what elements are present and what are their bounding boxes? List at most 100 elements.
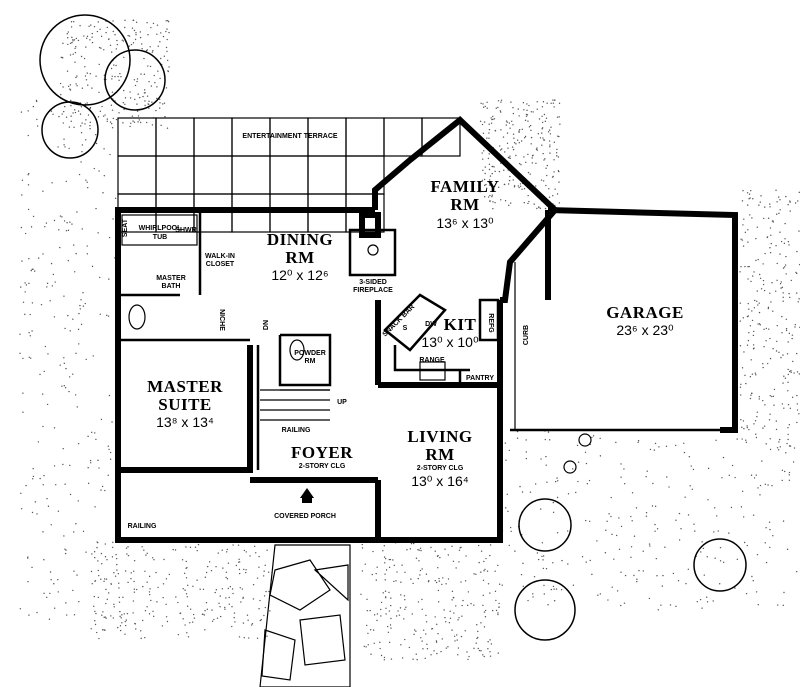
stipple-dot [98,637,100,640]
stipple-dot [440,650,442,653]
stipple-dot [160,32,162,34]
stipple-dot [668,486,670,488]
stipple-dot [434,616,436,618]
stipple-dot [485,557,487,560]
stipple-dot [596,540,598,542]
stipple-dot [395,615,398,617]
stipple-dot [483,178,486,181]
stipple-dot [521,128,524,130]
stipple-dot [131,27,134,29]
stipple-dot [607,599,609,601]
stipple-dot [778,438,781,441]
kitchen-dimensions: 13⁰ x 10⁰ [421,334,479,350]
stipple-dot [165,30,167,33]
stipple-dot [497,612,499,614]
stipple-dot [105,617,107,619]
master-suite-label: MASTER [147,377,223,396]
stipple-dot [114,34,116,36]
stipple-dot [646,470,648,472]
stipple-dot [497,186,500,189]
stipple-dot [28,258,30,260]
stipple-dot [410,578,412,580]
stipple-dot [30,226,33,228]
stipple-dot [384,573,386,575]
stipple-dot [420,549,422,552]
whirlpool-label-2: TUB [153,234,167,241]
stipple-dot [495,107,497,109]
stipple-dot [542,555,545,557]
stipple-dot [750,394,752,396]
stipple-dot [468,655,470,658]
stipple-dot [32,105,35,108]
stipple-dot [489,184,491,186]
stipple-dot [516,139,519,141]
stipple-dot [242,622,245,624]
stipple-dot [675,605,677,608]
stipple-dot [526,103,528,105]
stipple-dot [363,645,365,648]
stipple-dot [504,151,506,153]
stipple-dot [636,578,638,580]
stipple-dot [615,534,618,537]
stipple-dot [785,273,787,275]
stipple-dot [507,183,510,185]
stipple-dot [204,609,206,612]
stipple-dot [50,524,52,526]
stipple-dot [739,302,742,304]
stipple-dot [509,175,511,178]
stipple-dot [508,204,510,207]
stipple-dot [543,593,546,595]
stipple-dot [575,491,577,494]
stipple-dot [512,179,514,181]
stipple-dot [37,257,40,259]
stipple-dot [63,138,65,140]
stipple-dot [87,482,90,485]
stipple-dot [118,582,120,584]
stipple-dot [252,598,255,600]
stipple-dot [367,644,369,646]
stipple-dot [794,323,797,326]
stipple-dot [488,179,491,181]
stipple-dot [146,552,148,555]
stipple-dot [527,171,530,174]
stipple-dot [788,474,790,476]
stipple-dot [388,591,390,594]
stipple-dot [466,604,469,607]
stipple-dot [769,203,771,205]
stipple-dot [618,517,620,519]
stipple-dot [221,549,223,551]
stipple-dot [421,640,423,642]
stipple-dot [136,78,139,80]
stipple-dot [560,589,563,591]
stipple-dot [781,479,783,482]
stipple-dot [416,658,418,661]
stipple-dot [100,35,103,38]
stipple-dot [420,637,422,639]
stipple-dot [239,587,241,589]
stipple-dot [518,142,520,144]
stipple-dot [111,109,114,111]
stipple-dot [567,493,570,495]
stipple-dot [778,441,780,443]
stipple-dot [189,622,191,624]
stipple-dot [553,171,555,173]
stipple-dot [512,124,514,126]
stipple-dot [241,588,244,590]
stipple-dot [780,281,782,283]
stipple-dot [769,251,772,254]
stipple-dot [46,282,49,285]
stipple-dot [20,111,23,113]
stipple-dot [109,121,112,123]
stipple-dot [525,451,528,453]
stipple-dot [498,606,500,608]
stipple-dot [109,458,112,460]
stipple-dot [449,617,452,619]
stipple-dot [484,609,487,612]
stipple-dot [473,573,475,575]
stipple-dot [437,632,439,635]
stipple-dot [67,314,69,317]
stipple-dot [168,31,170,34]
stipple-dot [121,622,123,624]
stipple-dot [545,184,547,187]
stipple-dot [492,115,494,118]
